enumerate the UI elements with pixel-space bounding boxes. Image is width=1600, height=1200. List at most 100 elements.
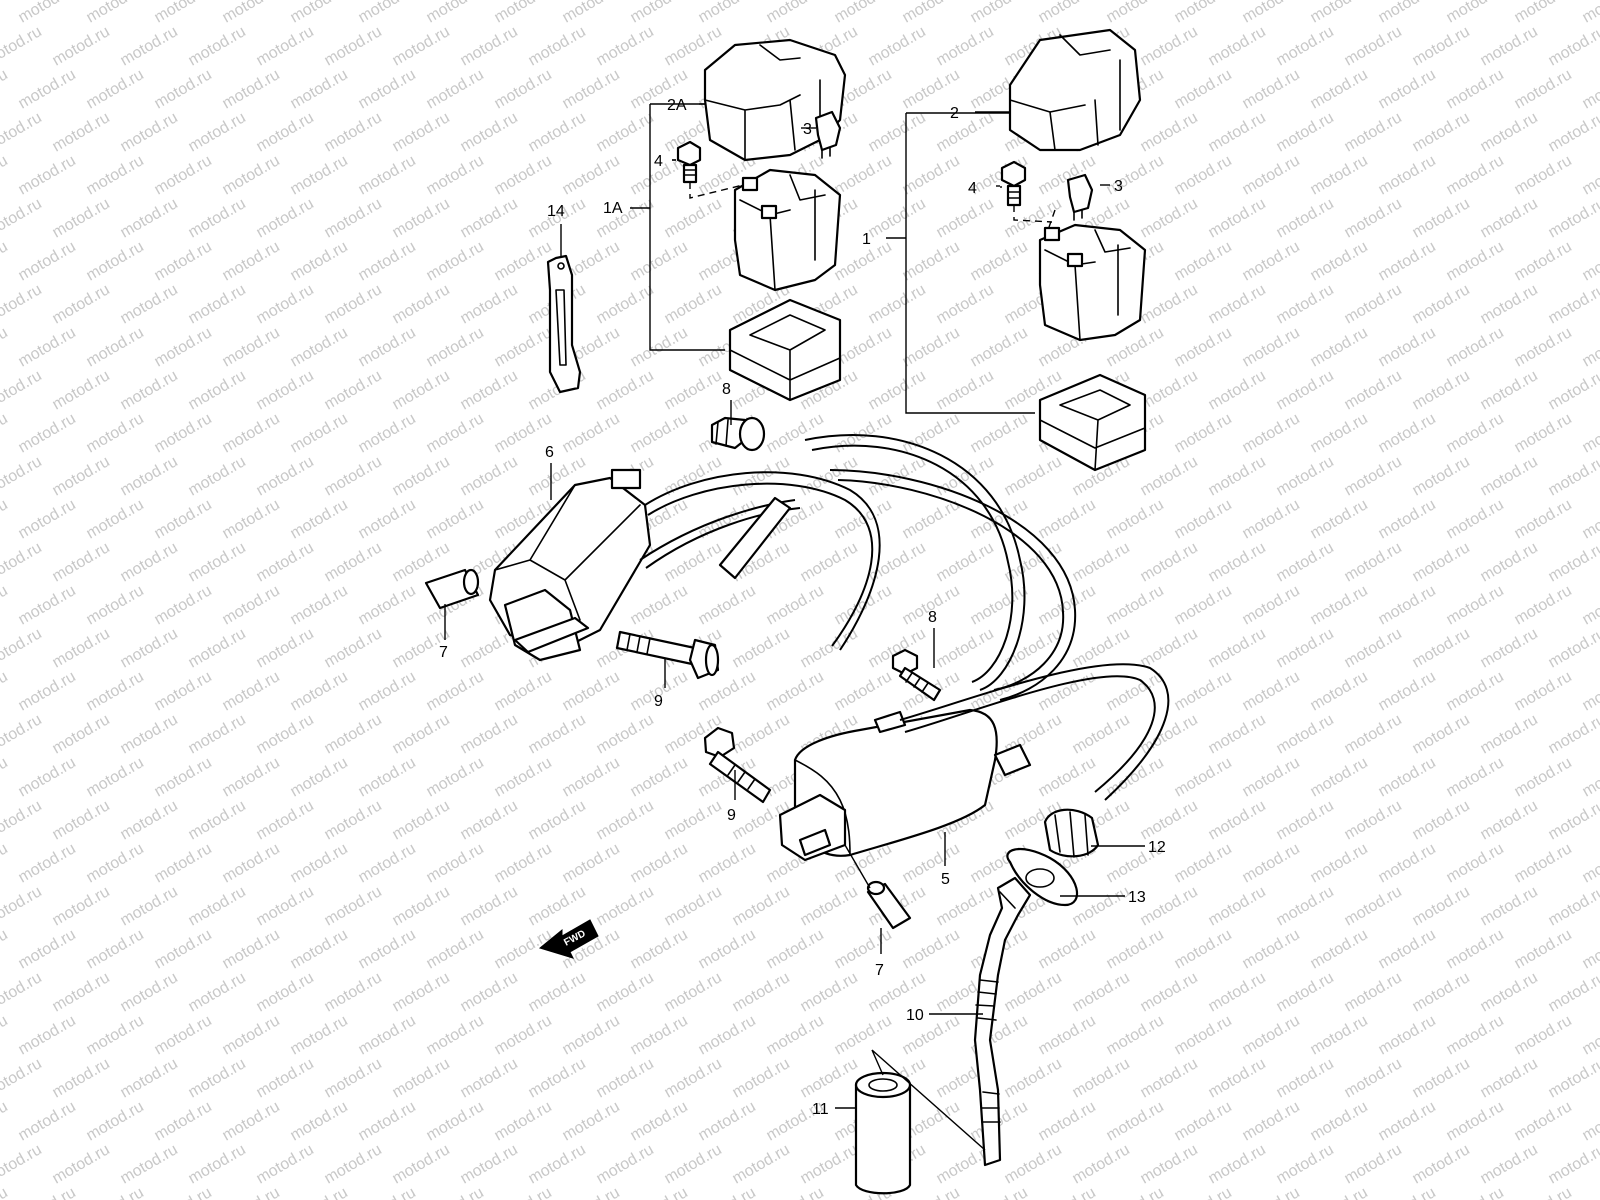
watermark-text: motod.ru [900, 238, 963, 284]
watermark-text: motod.ru [1036, 0, 1099, 26]
watermark-text: motod.ru [118, 883, 181, 929]
callout-11: 11 [812, 1101, 829, 1118]
watermark-text: motod.ru [288, 582, 351, 628]
watermark-text: motod.ru [1172, 754, 1235, 800]
watermark-text: motod.ru [50, 453, 113, 499]
watermark-text: motod.ru [186, 711, 249, 757]
watermark-text: motod.ru [16, 668, 79, 714]
watermark-text: motod.ru [152, 582, 215, 628]
watermark-text: motod.ru [1376, 1012, 1439, 1058]
watermark-text: motod.ru [288, 1012, 351, 1058]
watermark-text: motod.ru [254, 539, 317, 585]
watermark-text: motod.ru [118, 797, 181, 843]
watermark-text: motod.ru [1342, 1141, 1405, 1187]
bolt-4-right [1000, 160, 1027, 207]
watermark-text: motod.ru [288, 324, 351, 370]
watermark-text: motod.ru [1240, 1012, 1303, 1058]
watermark-text: motod.ru [764, 926, 827, 972]
watermark-text: motod.ru [84, 754, 147, 800]
watermark-text: motod.ru [356, 926, 419, 972]
watermark-text: motod.ru [1342, 23, 1405, 69]
watermark-text: motod.ru [628, 1184, 691, 1200]
watermark-text: motod.ru [1580, 840, 1600, 886]
watermark-text: motod.ru [1376, 582, 1439, 628]
watermark-text: motod.ru [628, 582, 691, 628]
relay-body-right [1038, 223, 1147, 342]
watermark-text: motod.ru [1070, 1141, 1133, 1187]
watermark-text: motod.ru [1580, 410, 1600, 456]
watermark-text: motod.ru [356, 324, 419, 370]
watermark-text: motod.ru [1172, 0, 1235, 26]
watermark-text: motod.ru [186, 195, 249, 241]
watermark-text: motod.ru [0, 797, 45, 843]
watermark-text: motod.ru [458, 453, 521, 499]
callout-2: 2 [950, 105, 959, 122]
watermark-text: motod.ru [0, 883, 45, 929]
watermark-text: motod.ru [458, 883, 521, 929]
watermark-text: motod.ru [1410, 625, 1473, 671]
watermark-text: motod.ru [458, 1055, 521, 1101]
watermark-text: motod.ru [1512, 152, 1575, 198]
watermark-text: motod.ru [0, 496, 11, 542]
watermark-text: motod.ru [1002, 1141, 1065, 1187]
watermark-text: motod.ru [934, 367, 997, 413]
watermark-text: motod.ru [662, 1055, 725, 1101]
watermark-text: motod.ru [1104, 1098, 1167, 1144]
watermark-text: motod.ru [1478, 797, 1541, 843]
watermark-text: motod.ru [1478, 711, 1541, 757]
watermark-text: motod.ru [322, 1141, 385, 1187]
watermark-text: motod.ru [1376, 754, 1439, 800]
dash-link-4-1 [1013, 205, 1056, 231]
watermark-text: motod.ru [152, 66, 215, 112]
watermark-text: motod.ru [16, 926, 79, 972]
watermark-text: motod.ru [254, 453, 317, 499]
watermark-text: motod.ru [1512, 496, 1575, 542]
watermark-text: motod.ru [1478, 625, 1541, 671]
watermark-text: motod.ru [0, 1184, 11, 1200]
callout-3-right: 3 [1114, 178, 1123, 195]
plug-boot-11 [854, 1071, 912, 1195]
watermark-text: motod.ru [356, 410, 419, 456]
watermark-text: motod.ru [1478, 109, 1541, 155]
watermark-text: motod.ru [594, 367, 657, 413]
watermark-text: motod.ru [1512, 582, 1575, 628]
watermark-text: motod.ru [186, 1141, 249, 1187]
watermark-text: motod.ru [424, 496, 487, 542]
watermark-text: motod.ru [1104, 496, 1167, 542]
watermark-text: motod.ru [730, 625, 793, 671]
watermark-text: motod.ru [322, 711, 385, 757]
watermark-text: motod.ru [1206, 539, 1269, 585]
watermark-text: motod.ru [1308, 754, 1371, 800]
watermark-text: motod.ru [1240, 0, 1303, 26]
watermark-text: motod.ru [322, 797, 385, 843]
watermark-text: motod.ru [696, 1012, 759, 1058]
watermark-text: motod.ru [1342, 625, 1405, 671]
watermark-text: motod.ru [1206, 195, 1269, 241]
watermark-text: motod.ru [662, 539, 725, 585]
watermark-text: motod.ru [560, 66, 623, 112]
watermark-text: motod.ru [492, 1098, 555, 1144]
watermark-text: motod.ru [288, 1184, 351, 1200]
watermark-text: motod.ru [1274, 367, 1337, 413]
watermark-text: motod.ru [1308, 1012, 1371, 1058]
watermark-text: motod.ru [1138, 797, 1201, 843]
watermark-text: motod.ru [424, 66, 487, 112]
watermark-text: motod.ru [390, 367, 453, 413]
watermark-text: motod.ru [832, 582, 895, 628]
watermark-text: motod.ru [594, 883, 657, 929]
watermark-text: motod.ru [526, 1055, 589, 1101]
watermark-text: motod.ru [152, 152, 215, 198]
watermark-text: motod.ru [628, 1012, 691, 1058]
watermark-text: motod.ru [118, 711, 181, 757]
dash-link-7 [844, 844, 871, 889]
watermark-text: motod.ru [1138, 23, 1201, 69]
watermark-text: motod.ru [186, 453, 249, 499]
watermark-text: motod.ru [1240, 152, 1303, 198]
watermark-text: motod.ru [1308, 410, 1371, 456]
watermark-text: motod.ru [1444, 152, 1507, 198]
watermark-text: motod.ru [0, 754, 11, 800]
watermark-text: motod.ru [118, 453, 181, 499]
watermark-text: motod.ru [1546, 797, 1600, 843]
watermark-text: motod.ru [458, 23, 521, 69]
watermark-text: motod.ru [84, 1012, 147, 1058]
